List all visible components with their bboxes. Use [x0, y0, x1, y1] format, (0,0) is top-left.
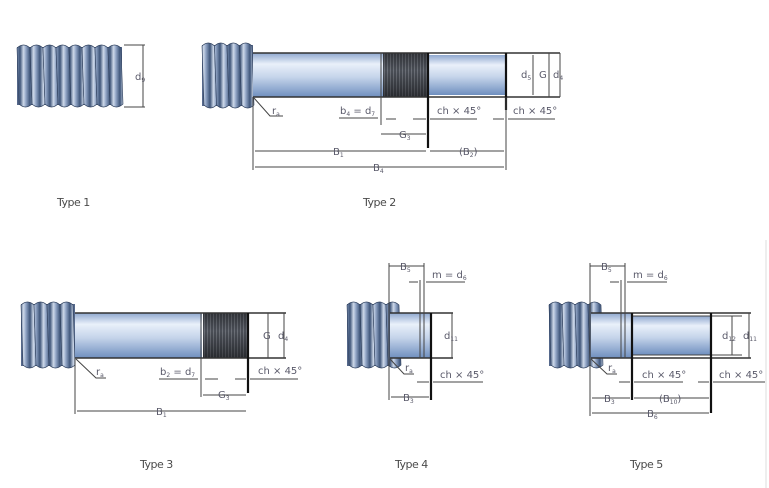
page-edge [765, 240, 767, 488]
shaft-end-d5 [428, 55, 505, 95]
leader-ra [75, 358, 106, 379]
label-b4: B4 [373, 163, 384, 175]
thread-crest [68, 44, 85, 108]
thread-crest [359, 301, 376, 369]
shaft-body [591, 313, 631, 358]
label-ch: ch × 45° [440, 370, 484, 381]
threaded-section [16, 44, 124, 108]
label-d12: d12 [722, 331, 736, 343]
label-b1: B1 [156, 407, 167, 419]
type-4-drawing: B5 m = d6 d11 ra ch × 45° B3 [346, 262, 484, 405]
label-ch-2: ch × 45° [513, 106, 557, 117]
label-b5: B5 [400, 262, 411, 274]
label-d4: d4 [278, 331, 288, 343]
type-5-drawing: B5 m = d6 d12 d11 ra ch × 45° ch × 45° B… [548, 262, 765, 421]
thread-crest [42, 44, 59, 108]
thread-crest [55, 44, 72, 108]
thread-crest [94, 44, 111, 108]
thread-crest [201, 42, 217, 109]
leader-ra [389, 358, 414, 375]
type-2-drawing: d5 G d4 ra b4 = d7 G3 ch × 45° ch × 45° … [201, 42, 563, 175]
label-d11: d11 [743, 331, 757, 343]
label-b10: (B10) [659, 394, 681, 406]
thread-crest [20, 301, 37, 369]
label-g3: G3 [218, 390, 230, 402]
label-b2: (B2) [459, 147, 478, 159]
thread-crest [46, 301, 63, 369]
thread-crest [59, 301, 76, 369]
label-b6: B6 [647, 409, 658, 421]
leader-ra [590, 358, 617, 375]
threaded-section [20, 301, 76, 369]
label-b3: B3 [604, 394, 615, 406]
label-ch-2: ch × 45° [719, 370, 763, 381]
label-g: G [263, 331, 271, 342]
label-g: G [539, 70, 547, 81]
label-ra: ra [96, 367, 104, 379]
thread-crest [372, 301, 389, 369]
label-b1: B1 [333, 147, 344, 159]
thread-crest [29, 44, 46, 108]
label-ch-1: ch × 45° [437, 106, 481, 117]
thread-crest [81, 44, 98, 108]
label-g3: G3 [399, 130, 411, 142]
thread-crest [107, 44, 124, 108]
label-b5: B5 [601, 262, 612, 274]
label-b4-d7: b4 = d7 [340, 106, 375, 118]
label-ch-1: ch × 45° [642, 370, 686, 381]
threaded-section [201, 42, 255, 109]
label-d4: d4 [553, 70, 563, 82]
caption-type-4: Type 4 [394, 458, 428, 471]
label-d5: d5 [521, 70, 531, 82]
caption-type-1: Type 1 [56, 196, 90, 209]
label-ra: ra [272, 106, 280, 118]
thread-crest [561, 301, 578, 369]
caption-type-2: Type 2 [362, 196, 396, 209]
caption-type-3: Type 3 [139, 458, 173, 471]
shaft-body [253, 53, 383, 97]
label-b3: B3 [403, 393, 414, 405]
label-ra: ra [405, 363, 413, 375]
shaft-body [390, 313, 430, 358]
type-1-drawing: d9 [16, 44, 145, 108]
type-3-drawing: G d4 ra b2 = d7 ch × 45° G3 B1 [20, 301, 302, 419]
label-ra: ra [608, 363, 616, 375]
thread-crest [239, 42, 255, 109]
thread-crest [226, 42, 242, 109]
shaft-end-d12 [632, 316, 710, 355]
label-ch: ch × 45° [258, 366, 302, 377]
label-d9: d9 [135, 72, 145, 84]
thread-crest [346, 301, 363, 369]
leader-ra [253, 97, 283, 117]
label-m-d6: m = d6 [633, 270, 668, 282]
thread-crest [548, 301, 565, 369]
thread-crest [214, 42, 230, 109]
shaft-body [75, 313, 202, 358]
thread-crest [33, 301, 50, 369]
caption-type-5: Type 5 [629, 458, 663, 471]
label-d11: d11 [444, 331, 458, 343]
label-m-d6: m = d6 [432, 270, 467, 282]
label-b2-d7: b2 = d7 [160, 367, 195, 379]
thread-crest [574, 301, 591, 369]
thread-crest [16, 44, 33, 108]
